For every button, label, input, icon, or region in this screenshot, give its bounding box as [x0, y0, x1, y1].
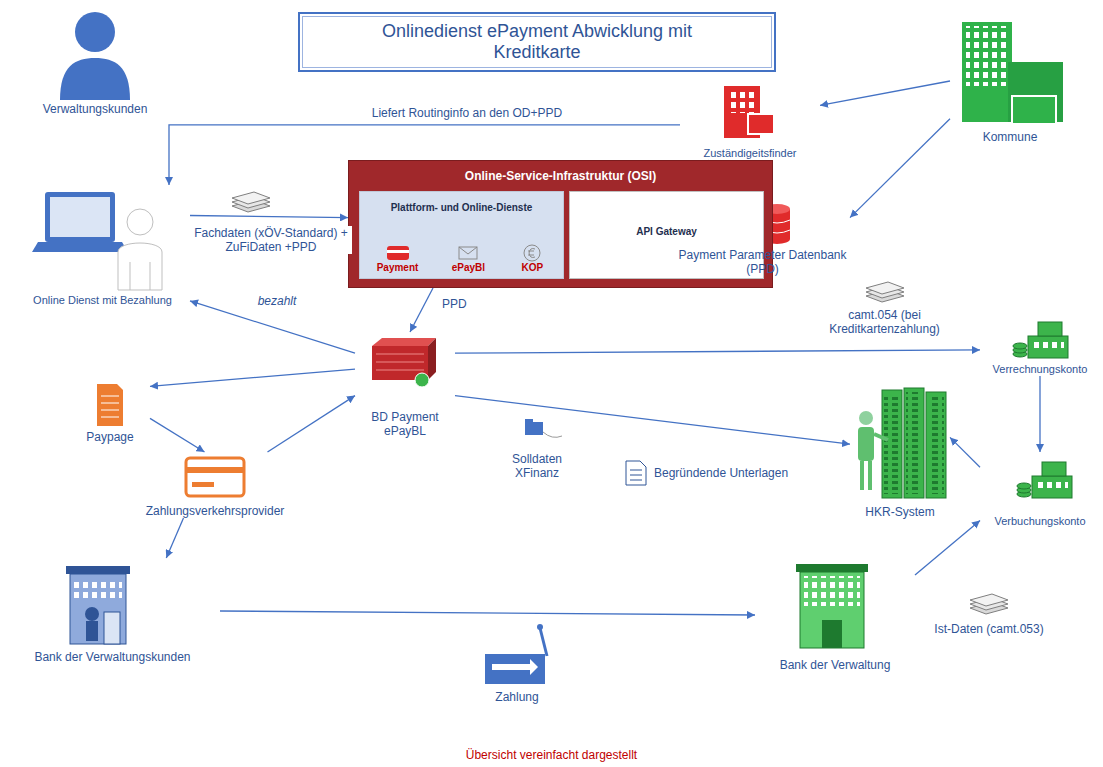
document-icon	[626, 461, 646, 485]
icon-node: Kommune	[950, 18, 1070, 144]
connector-arrow	[150, 369, 355, 386]
node-label: HKR-System	[850, 505, 950, 519]
connector-arrow	[150, 418, 205, 452]
node-label: BD Payment ePayBL	[355, 410, 455, 438]
server-racks-icon	[858, 388, 946, 498]
connector-arrow	[455, 396, 850, 445]
edge-label: Liefert Routinginfo an den OD+PPD	[300, 106, 634, 120]
green-building-icon	[962, 22, 1063, 124]
service-row: Payment ePayBl KOP	[360, 242, 563, 274]
red-building-icon	[724, 86, 774, 138]
node-label: Payment Parameter Datenbank (PPD)	[675, 248, 850, 276]
laptop-icon	[32, 192, 162, 290]
service-name: ePayBl	[452, 262, 485, 274]
folder-icon	[525, 419, 562, 437]
service-cell: ePayBl	[452, 242, 485, 274]
service-name: Payment	[377, 262, 419, 274]
node-label: Bank der Verwaltung	[755, 658, 915, 672]
service-icon	[518, 242, 546, 262]
note-label: Begründende Unterlagen	[652, 466, 846, 480]
document-stack	[970, 594, 1008, 614]
document-stack	[866, 282, 904, 302]
connector-arrow	[268, 396, 356, 452]
edge-label: PPD	[440, 297, 484, 311]
document-stack	[232, 192, 270, 212]
connector-arrow	[166, 518, 183, 558]
bank-building-icon	[66, 566, 130, 644]
service-box: API Gateway	[569, 191, 764, 279]
connector-arrow	[220, 611, 755, 615]
icon-node: Bank der Verwaltungskunden	[5, 558, 220, 664]
connector-arrow	[1039, 376, 1040, 452]
infrastructure-box: Online-Service-Infrastruktur (OSI) Plattf…	[348, 160, 773, 288]
edge-label: bezahlt	[245, 294, 309, 308]
box-heading: API Gateway	[570, 192, 763, 237]
box-heading: Online-Service-Infrastruktur (OSI)	[349, 161, 772, 183]
icon-node: Verbuchungskonto	[980, 452, 1100, 528]
icon-node: HKR-System	[850, 383, 950, 519]
note-label: Ist-Daten (camt.053)	[912, 622, 1066, 636]
box-heading: Plattform- und Online-Dienste	[360, 192, 563, 213]
icon-node: Verrechnungskonto	[980, 318, 1100, 376]
node-label: Zahlungsverkehrsprovider	[110, 504, 320, 518]
node-label: Verbuchungskonto	[980, 514, 1100, 528]
person-icon	[60, 12, 130, 100]
caption-text: Übersicht vereinfacht dargestellt	[466, 748, 637, 762]
cash-register-icon	[1017, 462, 1072, 498]
server-icon	[372, 338, 436, 387]
service-icon	[454, 242, 482, 262]
caption-box: Übersicht vereinfacht dargestellt	[300, 745, 803, 763]
service-cell: KOP	[518, 242, 546, 274]
connector-arrow	[915, 520, 980, 575]
edge-label: camt.054 (bei Kreditkartenzahlung)	[800, 308, 969, 336]
cash-register-icon	[1013, 322, 1068, 358]
service-name: KOP	[521, 262, 543, 274]
node-label: Verwaltungskunden	[30, 102, 160, 116]
icon-node: Payment Parameter Datenbank (PPD)	[675, 203, 850, 276]
bank-building-icon	[796, 564, 868, 648]
note-label: Zahlung	[478, 690, 556, 704]
node-label: Kommune	[950, 130, 1070, 144]
edge-label: Fachdaten (xÖV-Standard) + ZuFiDaten +PP…	[190, 226, 352, 254]
node-label: Bank der Verwaltungskunden	[5, 650, 220, 664]
icon-node: Paypage	[70, 380, 150, 444]
icon-node: Online Dienst mit Bezahlung	[15, 185, 190, 307]
icon-node: Zuständigeitsfinder	[680, 82, 820, 160]
connector-arrow	[820, 81, 950, 105]
icon-node: Bank der Verwaltung	[755, 558, 915, 672]
card-icon	[186, 458, 244, 496]
node-label: Verrechnungskonto	[980, 362, 1100, 376]
service-cell: Payment	[377, 242, 419, 274]
service-icon	[384, 242, 412, 262]
title-box: Onlinedienst ePayment Abwicklung mit Kre…	[298, 12, 776, 72]
title-text: Onlinedienst ePayment Abwicklung mit Kre…	[372, 21, 702, 63]
connector-arrow	[190, 216, 348, 218]
node-label: Online Dienst mit Bezahlung	[15, 293, 190, 307]
connector-arrow	[950, 437, 980, 467]
payment-transfer-icon	[485, 624, 547, 684]
connector-arrow	[410, 288, 433, 332]
document-icon	[97, 384, 123, 426]
note-label: Solldaten XFinanz	[500, 452, 574, 480]
connector-arrow	[455, 350, 980, 353]
node-label: Zuständigeitsfinder	[680, 146, 820, 160]
icon-node: Verwaltungskunden	[30, 10, 160, 116]
icon-node: Zahlungsverkehrsprovider	[110, 452, 320, 518]
connector-arrow	[190, 301, 355, 353]
icon-node: BD Payment ePayBL	[355, 332, 455, 438]
connector-arrow	[850, 119, 950, 218]
node-label: Paypage	[70, 430, 150, 444]
service-box: Plattform- und Online-DienstePayment ePay…	[359, 191, 564, 279]
